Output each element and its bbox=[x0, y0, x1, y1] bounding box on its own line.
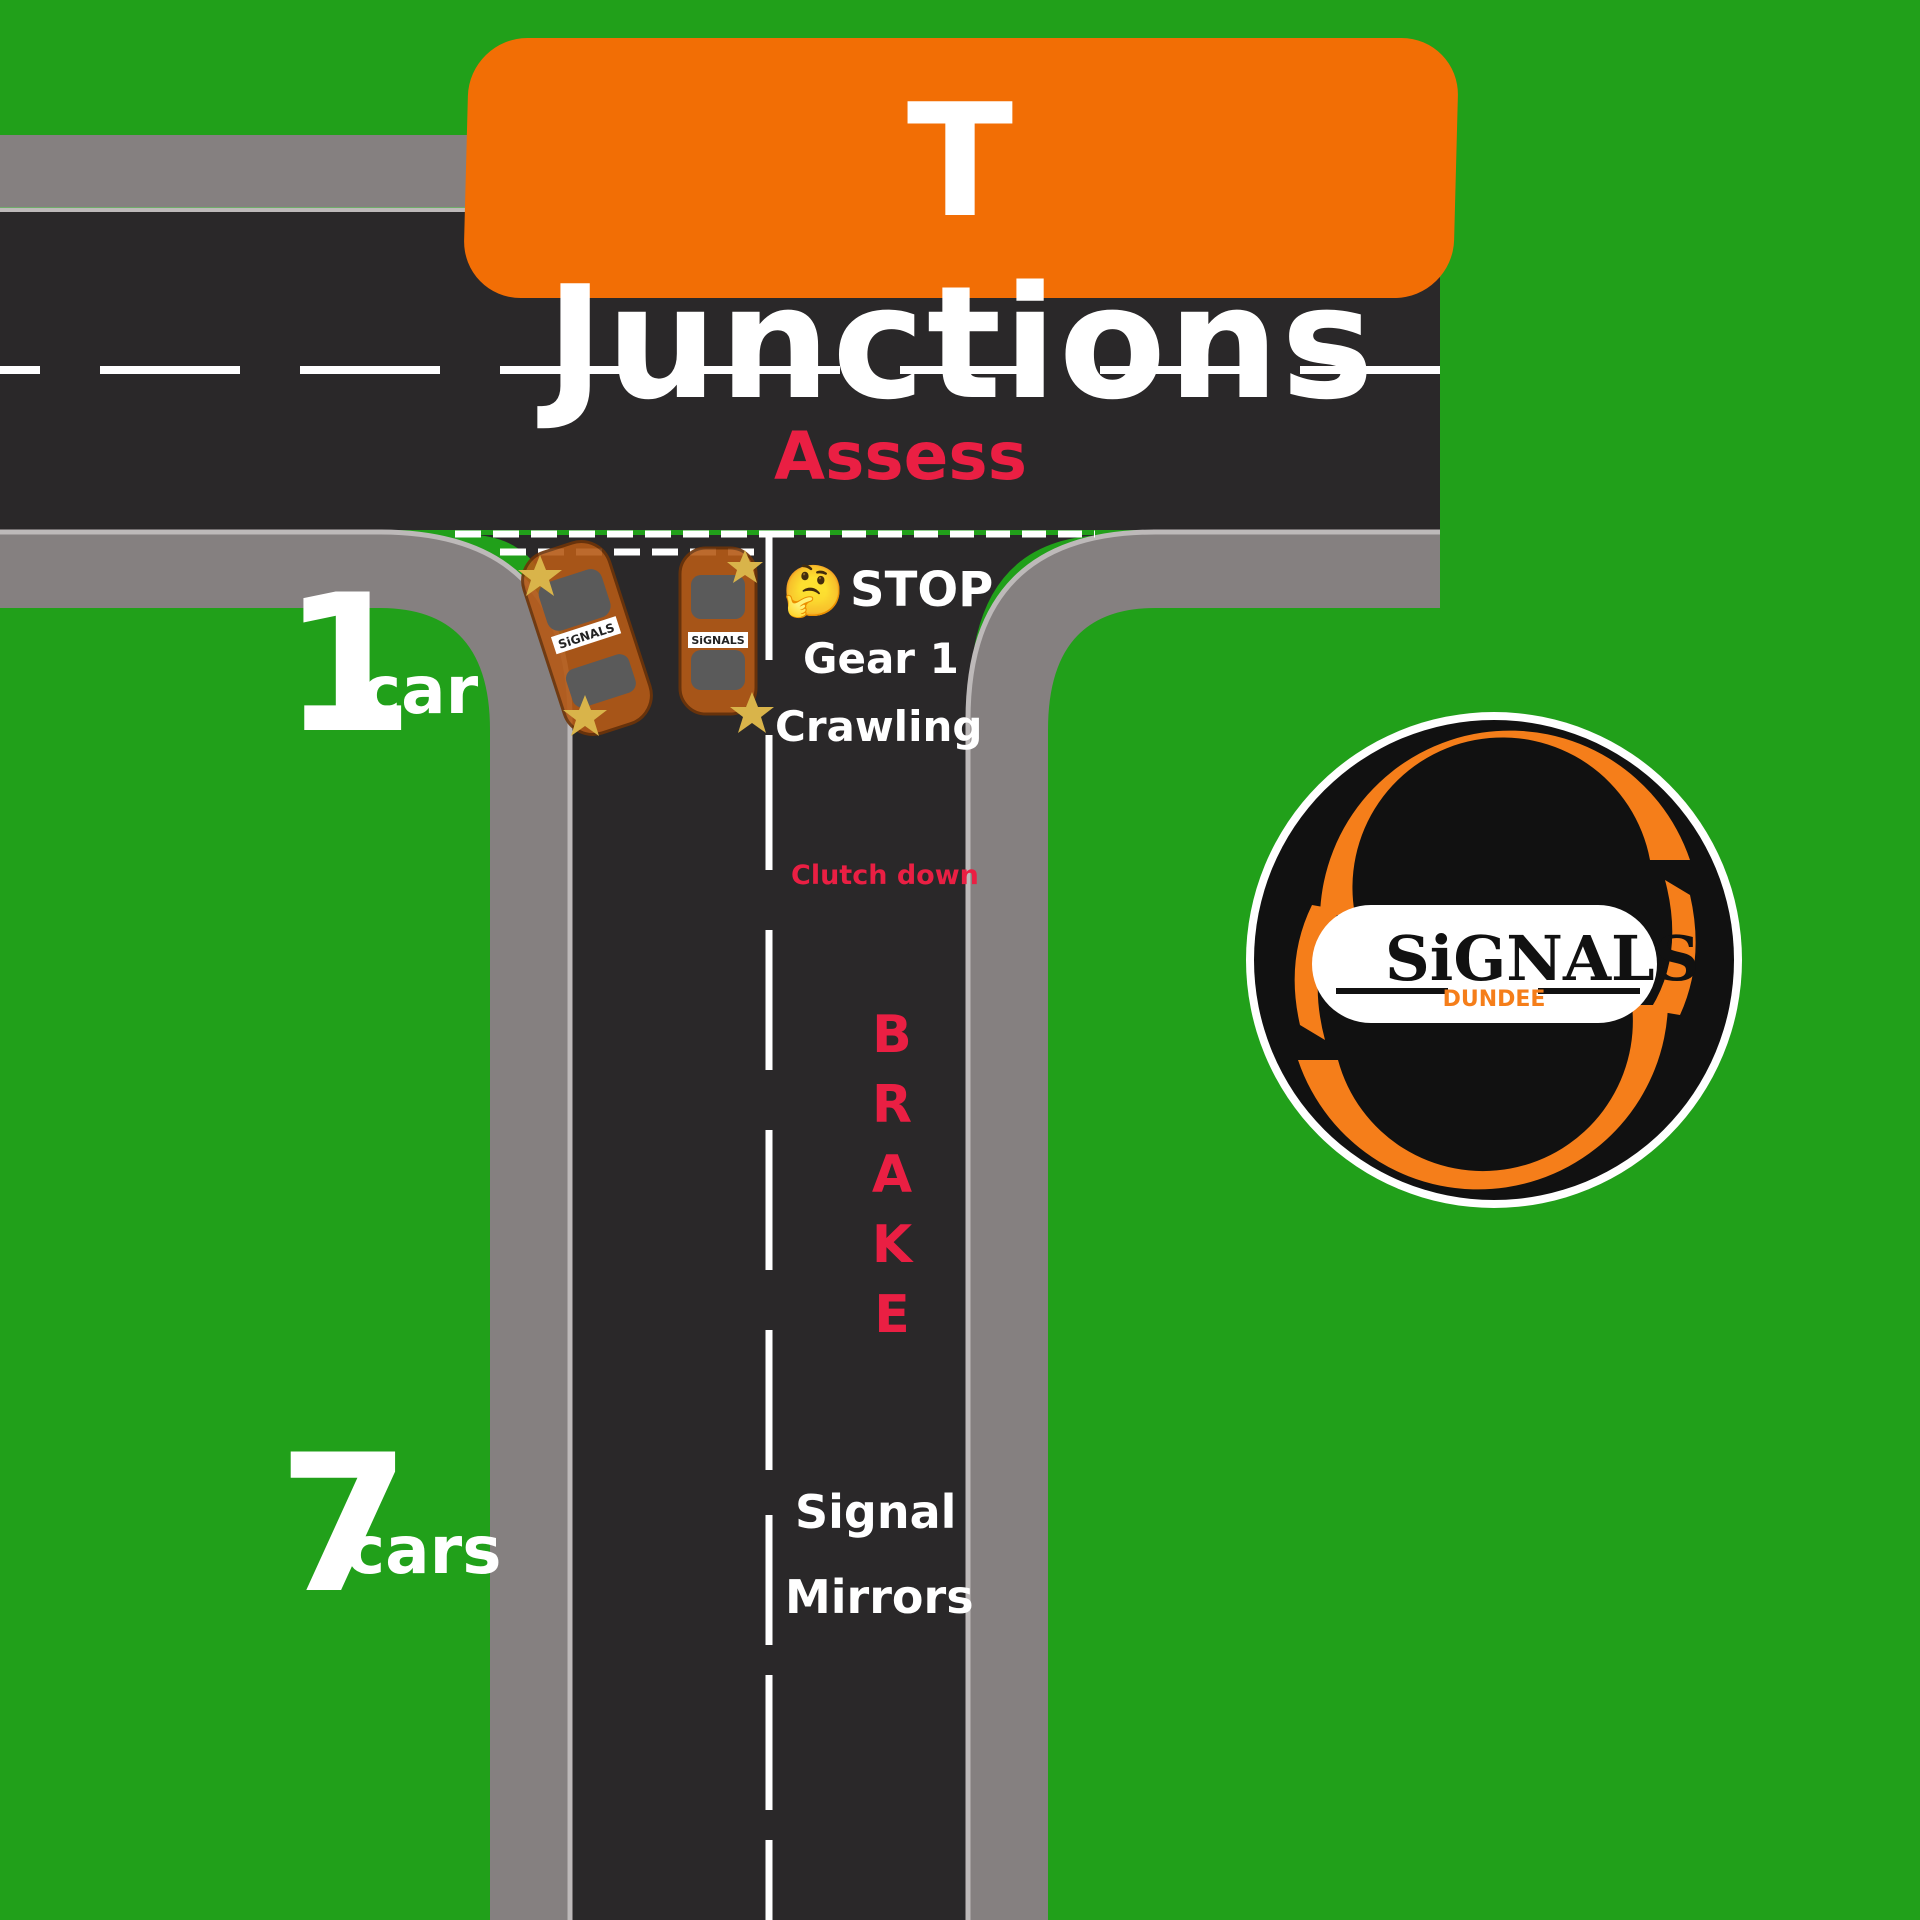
logo-text: SiGNALS bbox=[1385, 922, 1699, 995]
near-distance-unit: car bbox=[362, 652, 479, 729]
right-corner-kerb bbox=[968, 530, 1440, 1920]
brake-letter: A bbox=[871, 1145, 913, 1205]
car-straight: SiGNALS bbox=[678, 546, 758, 716]
signal-label: Signal bbox=[795, 1485, 957, 1539]
thinking-face-icon: 🤔 bbox=[782, 562, 845, 620]
left-corner-kerb bbox=[0, 530, 570, 1920]
indicator-star bbox=[563, 695, 607, 736]
brake-letter: R bbox=[871, 1075, 913, 1135]
brake-letter: B bbox=[872, 1005, 912, 1065]
car-badge-text: SiGNALS bbox=[691, 634, 744, 647]
indicator-star bbox=[518, 555, 562, 596]
clutch-label: Clutch down bbox=[791, 860, 979, 891]
car-angled: SiGNALS bbox=[521, 540, 653, 736]
side-road bbox=[470, 535, 1110, 1920]
assess-label: Assess bbox=[774, 418, 1027, 495]
indicator-star bbox=[727, 550, 763, 583]
crawling-label: Crawling bbox=[775, 702, 983, 751]
signals-dundee-logo: SiGNALS DUNDEE bbox=[1246, 712, 1742, 1208]
near-distance-number: 1 bbox=[282, 554, 415, 775]
brake-letter: E bbox=[874, 1285, 910, 1345]
page-title: T Junctions bbox=[546, 70, 1376, 434]
mirrors-label: Mirrors bbox=[785, 1570, 974, 1624]
stop-label: STOP bbox=[850, 562, 994, 618]
far-distance-unit: cars bbox=[346, 1512, 502, 1589]
far-distance-number: 7 bbox=[278, 1414, 411, 1635]
gear-label: Gear 1 bbox=[803, 634, 959, 683]
logo-subtext: DUNDEE bbox=[1443, 987, 1546, 1012]
brake-letter: K bbox=[871, 1215, 913, 1275]
indicator-star bbox=[730, 692, 774, 733]
